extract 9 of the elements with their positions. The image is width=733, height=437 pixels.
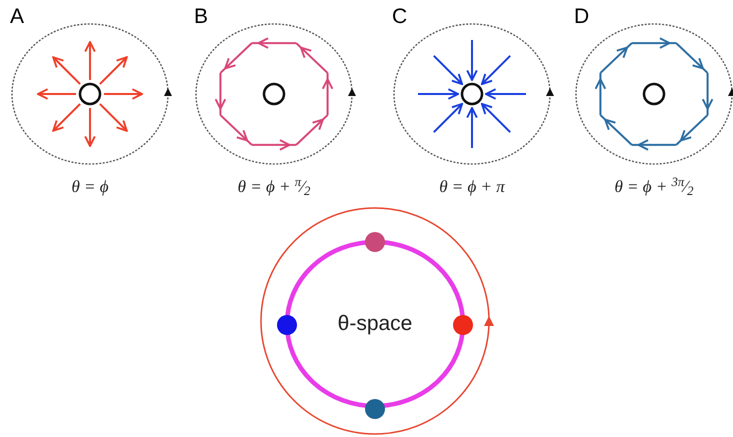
formula: θ = ϕ + $^{π}$⁄$_{2}$ <box>238 174 310 200</box>
panel-letter: A <box>10 6 24 27</box>
panel-letter: D <box>574 6 590 27</box>
formula: θ = ϕ <box>71 176 109 198</box>
ring-label: θ-space <box>338 310 412 337</box>
panel-letter: C <box>392 6 408 27</box>
panel-letter: B <box>194 6 208 27</box>
formula: θ = ϕ + π <box>439 176 505 198</box>
formula: θ = ϕ + $^{3π}$⁄$_{2}$ <box>614 174 694 200</box>
